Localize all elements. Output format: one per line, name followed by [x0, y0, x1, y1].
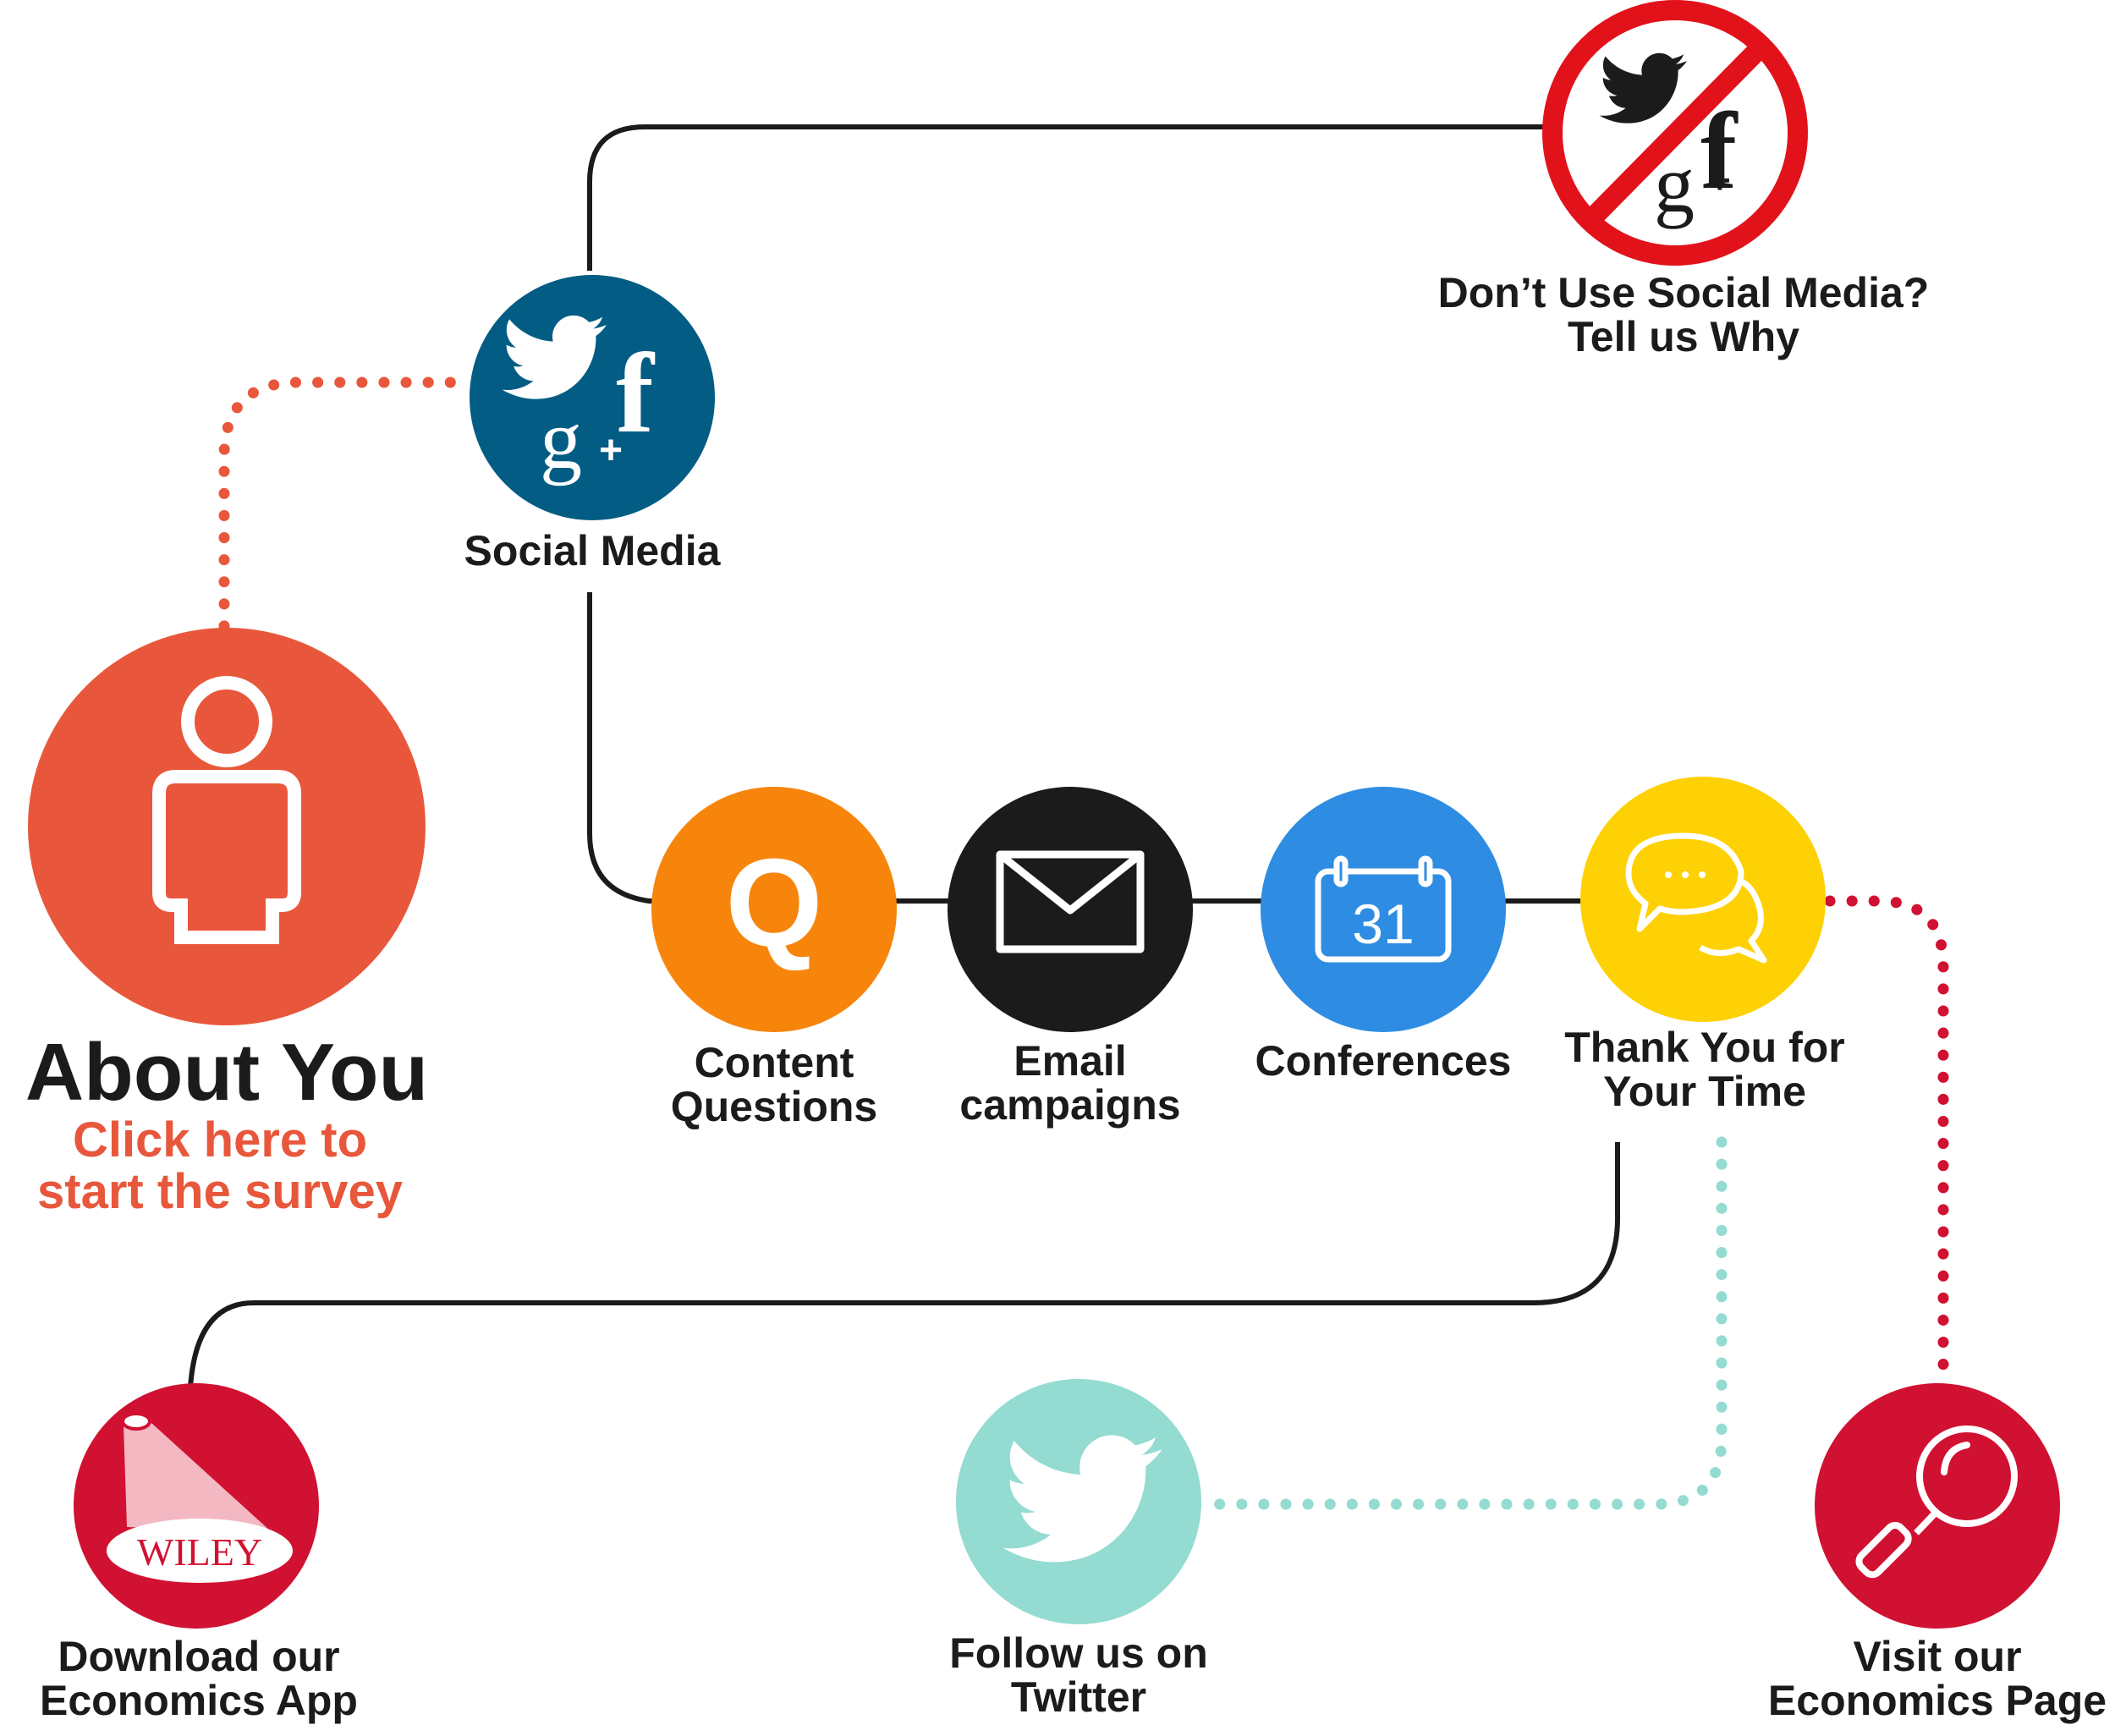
wiley-logo-text: WILEY	[137, 1530, 262, 1574]
download-app-label[interactable]: Download our Economics App	[17, 1634, 381, 1722]
twitter-label[interactable]: Follow us on Twitter	[914, 1631, 1244, 1719]
content-questions-label[interactable]: Content Questions	[643, 1041, 905, 1129]
content-questions-line1[interactable]: Content	[694, 1039, 854, 1086]
email-campaigns-node[interactable]	[948, 787, 1193, 1032]
twitter-line2[interactable]: Twitter	[1010, 1673, 1147, 1721]
visit-page-circle[interactable]	[1815, 1383, 2060, 1629]
conferences-label[interactable]: Conferences	[1255, 1037, 1512, 1085]
start-survey-link[interactable]: Click here to start the survey	[0, 1112, 440, 1219]
start-survey-line1[interactable]: Click here to	[72, 1112, 368, 1167]
no-social-media-node[interactable]: f g +	[1542, 0, 1808, 266]
about-you-circle[interactable]	[28, 628, 426, 1025]
social-media-node[interactable]: f g +	[470, 275, 715, 520]
envelope-icon	[996, 850, 1145, 953]
content-questions-circle[interactable]	[651, 787, 897, 1032]
about-you-node[interactable]	[28, 628, 426, 1025]
svg-text:+: +	[1709, 160, 1731, 201]
thank-you-line1[interactable]: Thank You for	[1564, 1024, 1845, 1071]
calendar-icon	[1315, 855, 1452, 963]
connector-social-to-no-social	[587, 124, 1557, 271]
prohibition-slash	[1583, 38, 1770, 228]
thank-you-line2[interactable]: Your Time	[1603, 1068, 1806, 1115]
no-social-line2[interactable]: Tell us Why	[1567, 313, 1800, 360]
social-media-label[interactable]: Social Media	[464, 527, 721, 574]
connectors	[188, 124, 1949, 1510]
calendar-day: 31	[1352, 893, 1414, 955]
no-social-label[interactable]: Don’t Use Social Media? Tell us Why	[1396, 271, 1971, 359]
content-questions-line2[interactable]: Questions	[670, 1083, 878, 1130]
social-media-circle[interactable]	[470, 275, 715, 520]
magnifier-icon	[1855, 1426, 2018, 1579]
wiley-spotlight-icon	[107, 1412, 293, 1583]
download-app-line1[interactable]: Download our	[58, 1633, 340, 1680]
email-campaigns-label[interactable]: Email campaigns	[935, 1039, 1206, 1127]
svg-text:f: f	[616, 331, 656, 457]
no-social-line1[interactable]: Don’t Use Social Media?	[1437, 269, 1930, 316]
connector-social-to-content	[587, 592, 1582, 904]
connector-thanks-to-app	[188, 1142, 1620, 1388]
download-app-line2[interactable]: Economics App	[40, 1677, 358, 1724]
twitter-node[interactable]	[956, 1379, 1201, 1624]
connector-thanks-to-twitter	[1195, 1136, 1728, 1510]
visit-page-label[interactable]: Visit our Economics Page	[1760, 1634, 2115, 1722]
download-app-node[interactable]: WILEY	[74, 1383, 319, 1629]
email-campaigns-line1[interactable]: Email	[1014, 1037, 1127, 1085]
about-you-title[interactable]: About You	[25, 1027, 429, 1118]
visit-page-node[interactable]	[1815, 1383, 2060, 1629]
chat-bubbles-icon	[1625, 832, 1767, 964]
svg-text:g: g	[540, 393, 582, 486]
thank-you-node[interactable]	[1580, 777, 1826, 1022]
conferences-circle[interactable]	[1261, 787, 1506, 1032]
conferences-node[interactable]: 31	[1261, 787, 1506, 1032]
email-campaigns-line2[interactable]: campaigns	[959, 1081, 1181, 1129]
visit-page-line2[interactable]: Economics Page	[1767, 1677, 2107, 1724]
content-questions-node[interactable]: Q	[651, 787, 897, 1032]
thank-you-label[interactable]: Thank You for Your Time	[1540, 1025, 1870, 1113]
q-icon: Q	[725, 833, 822, 973]
person-icon	[152, 676, 301, 944]
social-media-icon: f g +	[502, 315, 656, 486]
visit-page-line1[interactable]: Visit our	[1853, 1633, 2022, 1680]
connector-about-to-social	[218, 376, 475, 632]
start-survey-line2[interactable]: start the survey	[37, 1163, 403, 1219]
svg-text:+: +	[599, 428, 623, 473]
connector-thanks-to-visit	[1824, 895, 1949, 1385]
twitter-line1[interactable]: Follow us on	[949, 1629, 1208, 1677]
